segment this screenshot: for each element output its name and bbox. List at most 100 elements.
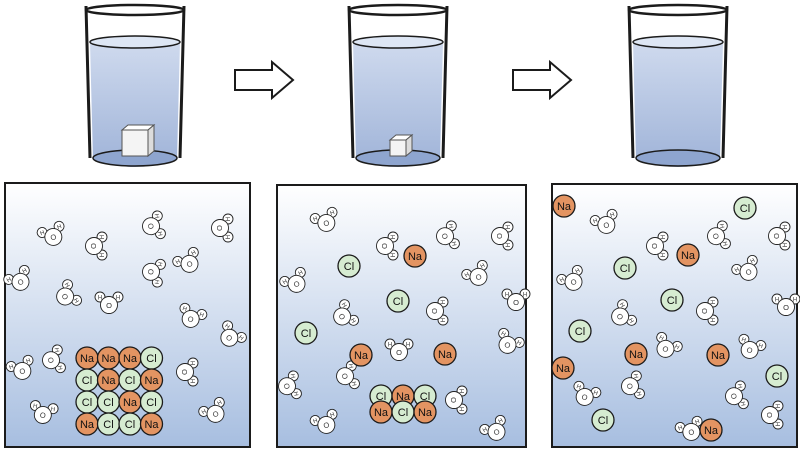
- svg-text:H: H: [224, 235, 230, 239]
- salt-crystal-icon: [388, 133, 414, 158]
- svg-text:O: O: [106, 301, 112, 310]
- water-molecule: HHO: [376, 231, 399, 261]
- water-molecule: HHO: [56, 279, 83, 306]
- svg-text:O: O: [729, 393, 739, 400]
- svg-text:H: H: [223, 323, 230, 330]
- svg-text:H: H: [153, 279, 160, 284]
- svg-text:H: H: [736, 383, 743, 388]
- svg-text:H: H: [56, 224, 62, 231]
- svg-text:H: H: [237, 335, 244, 342]
- svg-text:Cl: Cl: [740, 203, 750, 215]
- chloride-ion: Cl: [139, 346, 164, 370]
- water-molecule: HHO: [761, 400, 784, 430]
- sodium-ion: Na: [75, 412, 99, 436]
- svg-text:H: H: [673, 344, 680, 351]
- water-molecule: HHO: [556, 264, 583, 291]
- svg-text:H: H: [659, 235, 665, 239]
- svg-text:O: O: [292, 279, 302, 290]
- svg-text:Na: Na: [80, 419, 95, 431]
- svg-text:O: O: [60, 292, 71, 302]
- sodium-ion: Na: [139, 368, 164, 392]
- svg-text:H: H: [593, 218, 599, 225]
- svg-text:Na: Na: [557, 201, 572, 213]
- svg-text:H: H: [116, 295, 120, 301]
- svg-text:H: H: [774, 422, 780, 426]
- svg-text:Na: Na: [101, 375, 116, 387]
- svg-text:H: H: [750, 258, 757, 265]
- beaker-rim: [84, 3, 186, 17]
- svg-text:O: O: [744, 267, 754, 278]
- svg-text:Cl: Cl: [82, 375, 92, 387]
- svg-text:Na: Na: [556, 363, 571, 375]
- svg-text:O: O: [46, 357, 56, 364]
- svg-text:O: O: [745, 345, 754, 356]
- water-surface: [89, 35, 181, 49]
- water-molecule: HHO: [172, 246, 199, 273]
- svg-text:Na: Na: [144, 375, 159, 387]
- sodium-ion: Na: [118, 346, 142, 370]
- svg-text:Na: Na: [629, 349, 644, 361]
- sodium-ion: Na: [349, 343, 373, 367]
- water-molecule: HHO: [142, 258, 166, 288]
- svg-text:H: H: [504, 225, 510, 229]
- svg-text:Na: Na: [681, 250, 696, 262]
- svg-text:O: O: [282, 383, 292, 390]
- svg-text:H: H: [504, 243, 510, 247]
- svg-text:O: O: [185, 259, 195, 270]
- water-molecule: HHO: [479, 414, 506, 441]
- chloride-ion: Cl: [96, 390, 121, 414]
- svg-text:H: H: [175, 259, 182, 266]
- svg-text:Cl: Cl: [146, 353, 156, 365]
- svg-text:H: H: [388, 342, 392, 348]
- svg-text:Cl: Cl: [393, 296, 403, 308]
- svg-text:O: O: [711, 233, 721, 240]
- svg-text:Cl: Cl: [103, 419, 113, 431]
- svg-text:O: O: [224, 333, 234, 344]
- svg-text:Cl: Cl: [772, 371, 782, 383]
- sodium-ion: Na: [413, 400, 437, 424]
- svg-text:O: O: [615, 312, 626, 322]
- svg-text:H: H: [480, 263, 487, 270]
- svg-text:H: H: [389, 253, 395, 257]
- svg-text:H: H: [282, 279, 289, 286]
- water-molecule: HHO: [589, 208, 618, 234]
- svg-text:Cl: Cl: [398, 407, 408, 419]
- svg-text:H: H: [329, 210, 335, 217]
- svg-text:O: O: [380, 243, 389, 249]
- svg-text:H: H: [458, 407, 464, 411]
- svg-text:H: H: [156, 231, 163, 236]
- svg-text:H: H: [198, 312, 204, 319]
- svg-text:H: H: [464, 272, 471, 279]
- svg-text:Cl: Cl: [344, 261, 354, 273]
- svg-text:H: H: [50, 407, 55, 414]
- chloride-ion: Cl: [386, 289, 410, 313]
- svg-text:Cl: Cl: [125, 419, 135, 431]
- beaker-bottom: [635, 149, 721, 167]
- svg-text:H: H: [498, 418, 505, 425]
- svg-text:H: H: [781, 243, 787, 247]
- svg-text:O: O: [513, 298, 519, 307]
- svg-text:H: H: [349, 318, 356, 325]
- sodium-ion: Na: [118, 390, 142, 414]
- arrows-row: [234, 59, 573, 101]
- svg-text:O: O: [16, 277, 26, 288]
- svg-text:H: H: [632, 373, 639, 378]
- water-molecule: HHO: [278, 370, 302, 400]
- chloride-ion: Cl: [294, 321, 318, 345]
- sodium-ion: Na: [624, 342, 648, 366]
- chloride-ion: Cl: [75, 368, 99, 392]
- chloride-ion: Cl: [613, 256, 637, 280]
- water-molecule: HHO: [142, 210, 166, 240]
- svg-text:H: H: [224, 217, 230, 221]
- svg-text:H: H: [793, 297, 797, 303]
- svg-text:H: H: [181, 306, 187, 313]
- svg-text:H: H: [153, 213, 160, 218]
- svg-text:O: O: [495, 233, 504, 239]
- svg-text:H: H: [774, 404, 780, 408]
- svg-text:O: O: [146, 268, 156, 275]
- right-arrow-icon: [512, 59, 573, 101]
